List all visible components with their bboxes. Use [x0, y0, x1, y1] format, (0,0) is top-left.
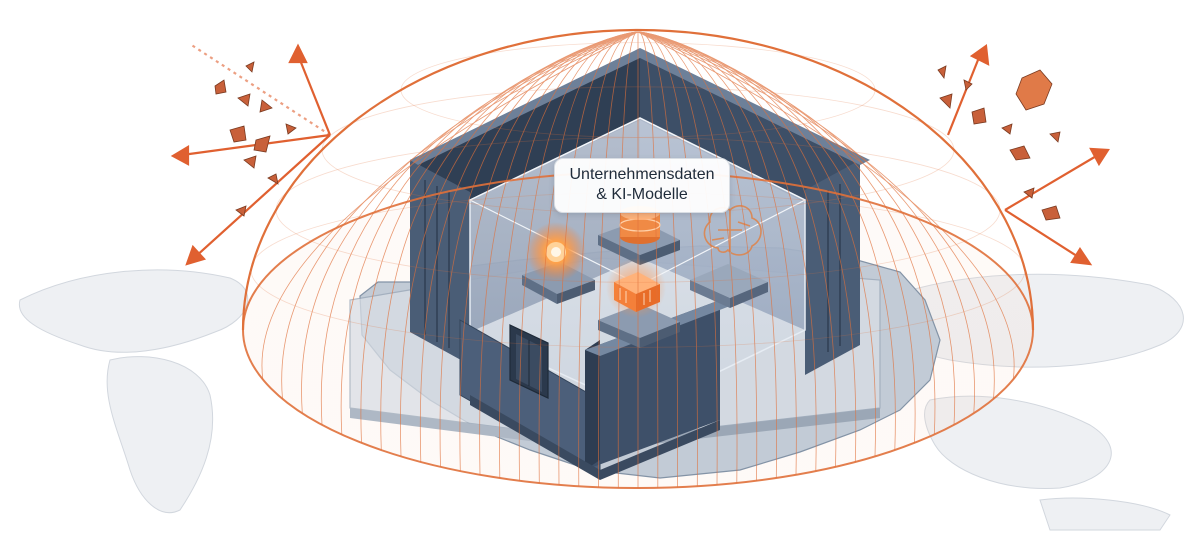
dome-meridian	[637, 31, 678, 488]
data-label: Unternehmensdaten & KI-Modelle	[554, 158, 730, 213]
dome-meridian	[637, 31, 1015, 380]
dome-meridian	[637, 31, 916, 443]
dome-meridian	[598, 31, 639, 488]
debris-fragments	[214, 61, 1061, 221]
door-icon	[509, 324, 549, 399]
deflection-arrows-left	[170, 43, 332, 266]
dome-meridian	[637, 31, 718, 485]
chip-icon	[606, 258, 666, 318]
dome-meridian	[261, 31, 639, 380]
dome-meridian	[499, 31, 639, 479]
label-line-1: Unternehmensdaten	[569, 166, 715, 183]
dome-meridian	[518, 31, 639, 481]
dome-meridian	[439, 31, 639, 467]
dome-meridian	[320, 31, 639, 425]
dome-meridian	[637, 31, 659, 488]
dome-meridian	[558, 31, 639, 485]
label-line-2: & KI-Modelle	[596, 186, 688, 203]
dome-meridian	[637, 31, 956, 425]
deflection-arrows-right	[946, 44, 1110, 266]
dome-meridian	[617, 31, 639, 488]
dome-meridian	[459, 31, 639, 472]
dome-meridian	[637, 31, 896, 451]
dome-meridian	[301, 31, 639, 414]
dome-meridian	[479, 31, 639, 475]
glowing-orb-icon	[526, 222, 586, 282]
dome-meridian	[637, 31, 936, 435]
shield-dome-icon	[241, 28, 1035, 489]
dome-meridian	[578, 31, 639, 487]
brain-icon	[703, 205, 762, 270]
dome-meridian	[538, 31, 639, 484]
dome-meridian	[637, 31, 975, 414]
